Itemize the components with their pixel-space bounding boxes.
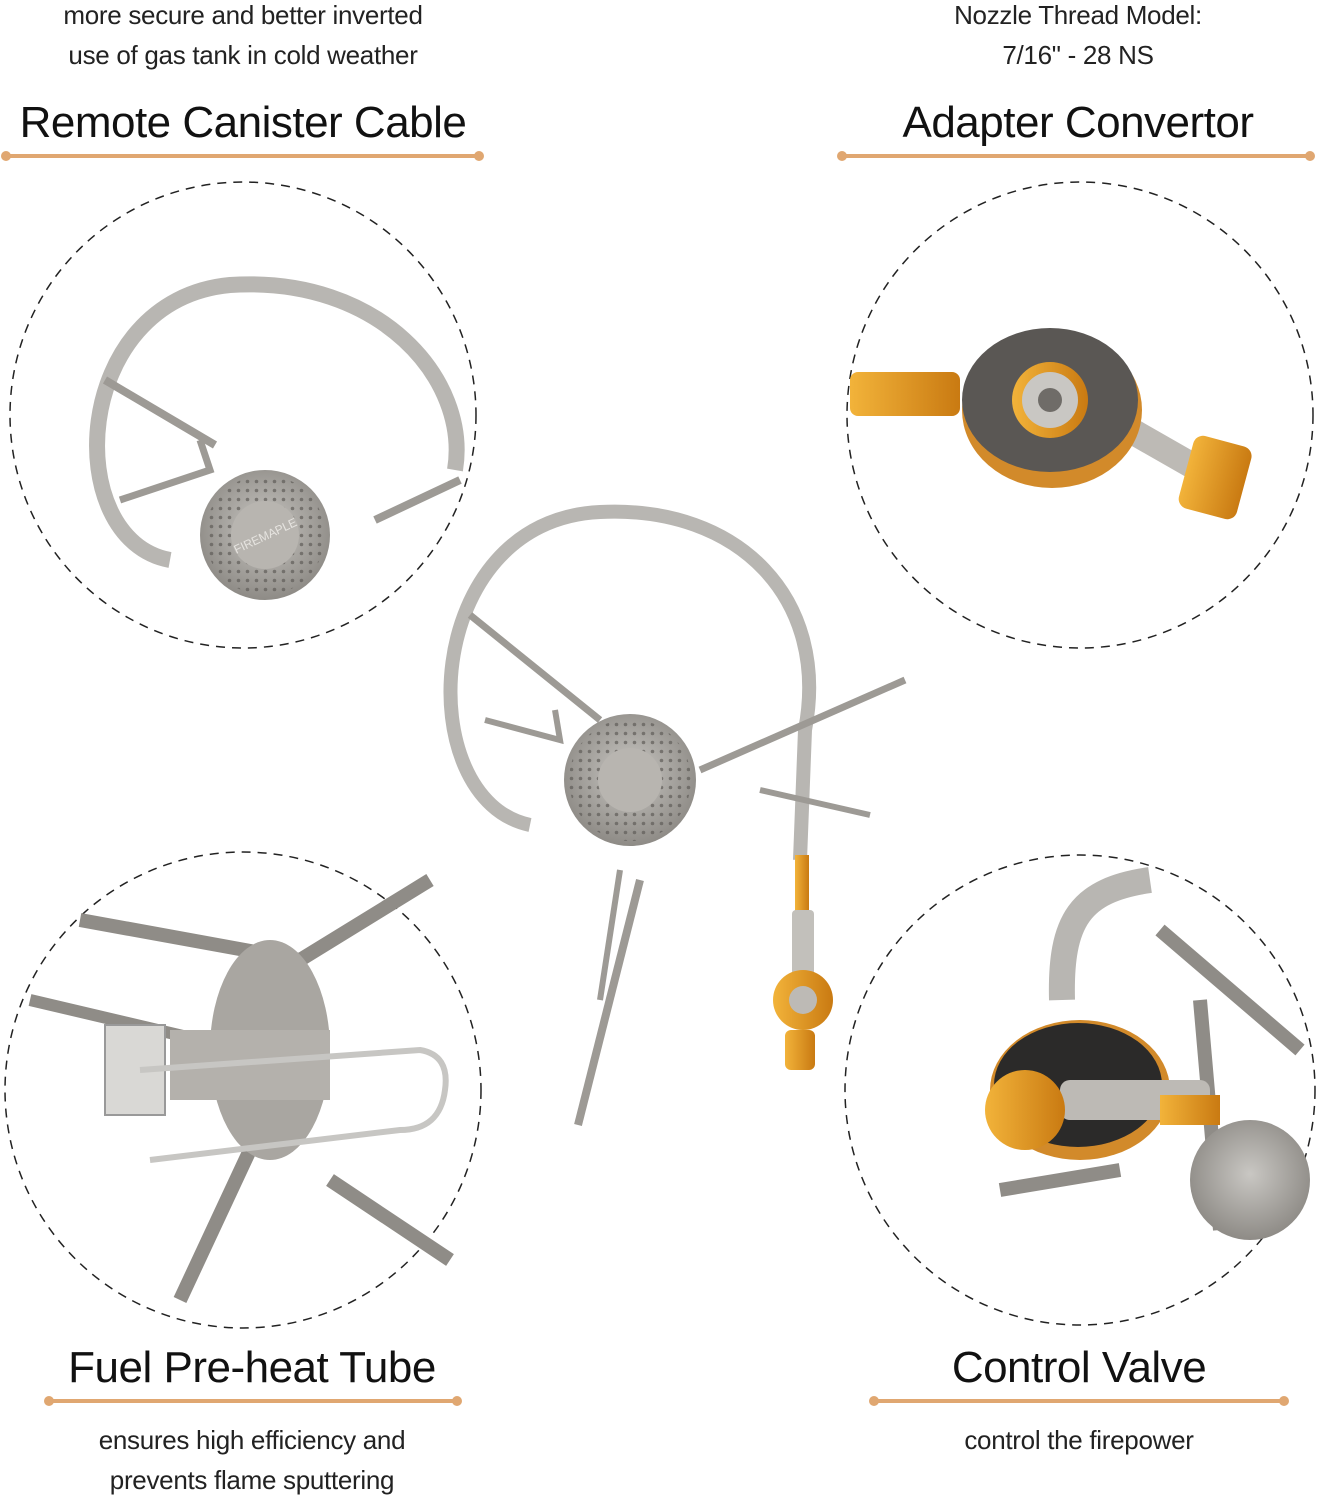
caption-line: ensures high efficiency and (98, 1425, 406, 1455)
remote-cable-caption: more secure and better inverted use of g… (0, 0, 486, 75)
adapter-convertor-title: Adapter Convertor (902, 98, 1254, 147)
preheat-tube-title: Fuel Pre-heat Tube (68, 1343, 436, 1392)
caption-line: control the firepower (964, 1425, 1194, 1455)
caption-line: prevents flame sputtering (109, 1465, 395, 1495)
preheat-tube-detail-image (4, 851, 482, 1329)
caption-line: Nozzle Thread Model: (954, 0, 1202, 30)
caption-line: use of gas tank in cold weather (68, 40, 418, 70)
stove-product-image (443, 504, 907, 1126)
remote-cable-detail-image: FIREMAPLE (9, 181, 477, 649)
adapter-convertor-detail-image (846, 181, 1314, 649)
remote-cable-title: Remote Canister Cable (19, 98, 467, 147)
title-divider (44, 1396, 462, 1406)
control-valve-title: Control Valve (951, 1343, 1207, 1392)
title-divider (837, 151, 1315, 161)
caption-line: 7/16" - 28 NS (1002, 40, 1154, 70)
preheat-tube-caption: ensures high efficiency and prevents fla… (40, 1420, 464, 1500)
control-valve-caption: control the firepower (870, 1420, 1288, 1460)
title-divider (1, 151, 484, 161)
adapter-convertor-caption: Nozzle Thread Model: 7/16" - 28 NS (840, 0, 1316, 75)
caption-line: more secure and better inverted (63, 0, 423, 30)
control-valve-detail-image (844, 854, 1316, 1326)
title-divider (869, 1396, 1289, 1406)
